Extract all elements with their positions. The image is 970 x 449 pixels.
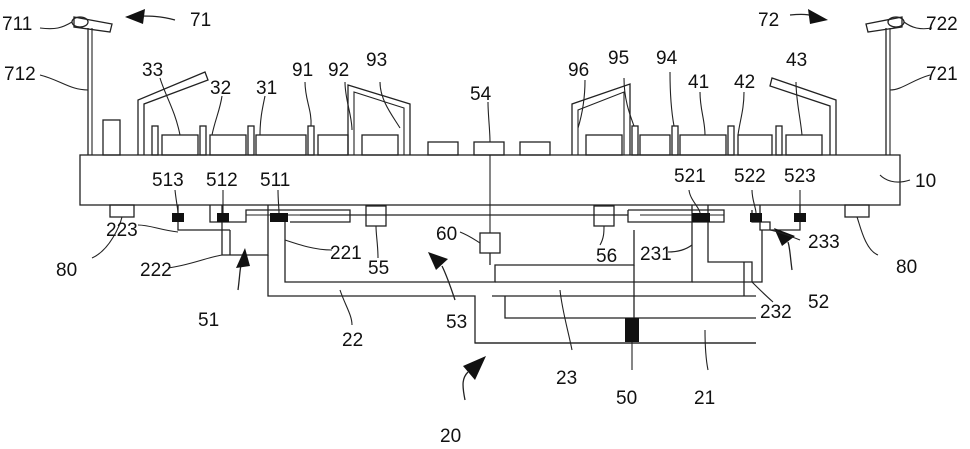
label-72: 72 (758, 10, 779, 31)
label-43: 43 (786, 50, 807, 71)
label-10: 10 (915, 171, 936, 192)
label-722: 722 (926, 14, 958, 35)
label-51: 51 (198, 310, 219, 331)
label-52: 52 (808, 292, 829, 313)
center-box-54 (474, 142, 504, 155)
label-222: 222 (140, 260, 172, 281)
label-513: 513 (152, 170, 184, 191)
reference-labels: 711 71 72 722 712 721 33 32 31 91 92 93 … (2, 10, 958, 447)
label-712: 712 (4, 64, 36, 85)
lamp-head-right (866, 17, 904, 32)
roof-43 (770, 78, 836, 155)
label-80-left: 80 (56, 260, 77, 281)
arrow-51 (236, 248, 250, 290)
foot-left (110, 205, 134, 217)
label-71: 71 (190, 10, 211, 31)
label-91: 91 (292, 60, 313, 81)
label-511: 511 (260, 170, 290, 191)
label-232: 232 (760, 302, 792, 323)
piping (178, 205, 800, 343)
label-94: 94 (656, 48, 678, 69)
label-60: 60 (436, 224, 457, 245)
label-233: 233 (808, 232, 840, 253)
label-41: 41 (688, 72, 709, 93)
box-55 (366, 206, 386, 226)
arrow-53 (428, 252, 455, 300)
center-box-b (520, 142, 550, 155)
label-512: 512 (206, 170, 238, 191)
label-523: 523 (784, 166, 816, 187)
label-223: 223 (106, 220, 138, 241)
center-box-a (428, 142, 458, 155)
label-521: 521 (674, 166, 706, 187)
label-42: 42 (734, 72, 755, 93)
label-22: 22 (342, 330, 363, 351)
label-95: 95 (608, 48, 629, 69)
label-55: 55 (368, 258, 389, 279)
foot-right (845, 205, 869, 217)
label-54: 54 (470, 84, 492, 105)
small-post-left (103, 120, 120, 155)
lamp-head-left (72, 17, 112, 32)
label-53: 53 (446, 312, 467, 333)
label-32: 32 (210, 78, 231, 99)
label-50: 50 (616, 388, 637, 409)
arrow-72 (790, 9, 828, 24)
label-20: 20 (440, 426, 461, 447)
label-92: 92 (328, 60, 349, 81)
label-21: 21 (694, 388, 715, 409)
label-231: 231 (640, 244, 672, 265)
roof-96-inner (578, 92, 624, 155)
label-522: 522 (734, 166, 766, 187)
label-31: 31 (256, 78, 277, 99)
label-96: 96 (568, 60, 589, 81)
label-23: 23 (556, 368, 577, 389)
arrow-71 (125, 9, 175, 24)
label-711: 711 (2, 14, 32, 35)
roof-93 (348, 85, 410, 155)
label-80-right: 80 (896, 257, 917, 278)
box-56 (594, 206, 614, 226)
leader-lines (40, 22, 932, 370)
label-93: 93 (366, 50, 387, 71)
arrow-20 (463, 356, 486, 400)
label-33: 33 (142, 60, 163, 81)
box-60 (480, 233, 500, 253)
right-devices (586, 126, 822, 155)
label-221: 221 (330, 243, 362, 264)
label-56: 56 (596, 246, 617, 267)
label-721: 721 (926, 64, 958, 85)
left-devices (152, 126, 398, 155)
